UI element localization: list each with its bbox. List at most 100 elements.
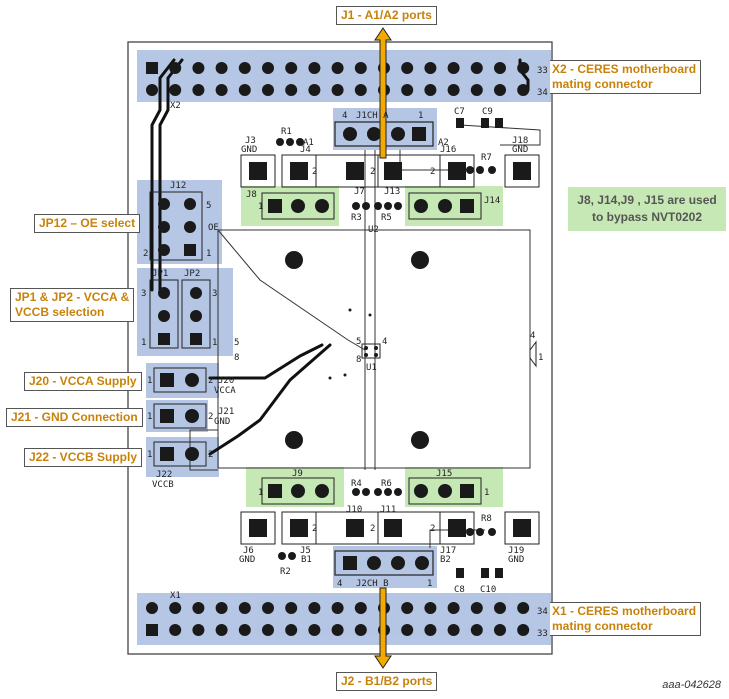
x1-pin — [308, 602, 321, 614]
label-j1-1: 1 — [418, 111, 423, 121]
x1-pin — [192, 602, 205, 614]
x2-pin — [169, 62, 182, 74]
callout-j22: J22 - VCCB Supply — [24, 448, 143, 467]
u1-chip — [328, 308, 381, 380]
callout-x2: X2 - CERES motherboard mating connector — [550, 60, 702, 94]
label-j22-2: 2 — [208, 450, 213, 460]
x2-pin — [308, 84, 321, 96]
x2-pin — [401, 84, 414, 96]
label-j9: J9 — [292, 469, 303, 479]
label-r4: R4 — [351, 479, 362, 489]
callout-j2: J2 - B1/B2 ports — [336, 672, 438, 691]
label-j22-1: 1 — [147, 450, 152, 460]
small-component-pads — [276, 118, 503, 578]
label-j12-2: 2 — [143, 249, 148, 259]
callout-jp12: JP12 – OE select — [34, 214, 141, 233]
label-j12: J12 — [170, 181, 186, 191]
silkscreen-labels: X2 33 34 X1 34 33 J1CH A 4 1 J2CH B 4 1 … — [141, 66, 548, 639]
label-j18-gnd: GND — [512, 145, 528, 155]
label-u2: U2 — [368, 225, 379, 235]
x2-pin — [517, 62, 530, 74]
label-u1-8: 8 — [356, 355, 361, 365]
x1-pin — [308, 624, 321, 636]
label-j14: J14 — [484, 196, 500, 206]
label-u1: U1 — [366, 363, 377, 373]
x2-pin — [169, 84, 182, 96]
label-vccb: VCCB — [152, 480, 174, 490]
label-j22: J22 — [156, 470, 172, 480]
x2-pin — [331, 84, 344, 96]
x1-pin — [401, 624, 414, 636]
x1-pin — [354, 624, 367, 636]
x2-pin — [192, 84, 205, 96]
x1-pin — [331, 624, 344, 636]
callout-x1-line1: X1 - CERES motherboard — [552, 604, 697, 618]
callout-j1: J1 - A1/A2 ports — [336, 6, 437, 25]
label-jp1-3: 3 — [141, 289, 146, 299]
label-b2: B2 — [440, 555, 451, 565]
u2-outline — [217, 229, 531, 469]
x1-pin — [169, 624, 182, 636]
label-x1-33: 33 — [537, 629, 548, 639]
callout-x1-line2: mating connector — [552, 619, 653, 633]
callout-j20: J20 - VCCA Supply — [24, 372, 142, 391]
callout-j21: J21 - GND Connection — [6, 408, 143, 427]
label-j10: J10 — [346, 505, 362, 515]
label-u1-5: 5 — [356, 337, 361, 347]
x1-connector-highlight — [137, 593, 551, 645]
label-oe: OE — [208, 223, 219, 233]
label-j8-1: 1 — [258, 202, 263, 212]
x2-pin — [424, 62, 437, 74]
x1-pin — [169, 602, 182, 614]
x1-pin — [447, 624, 460, 636]
x1-pin — [285, 624, 298, 636]
label-j7-2: 2 — [370, 167, 375, 177]
callout-jp1-jp2: JP1 & JP2 - VCCA & VCCB selection — [10, 288, 135, 322]
label-jp1: JP1 — [152, 269, 168, 279]
label-c7: C7 — [454, 107, 465, 117]
label-j5: J5 — [300, 546, 311, 556]
label-j2-1: 1 — [427, 579, 432, 589]
x2-pin — [146, 84, 158, 96]
label-j15: J15 — [436, 469, 452, 479]
label-u2-5: 5 — [234, 338, 239, 348]
label-j11-2: 2 — [370, 524, 375, 534]
x1-pin — [494, 624, 506, 636]
x2-pin — [494, 84, 506, 96]
label-c10: C10 — [480, 585, 496, 595]
x1-pin — [192, 624, 205, 636]
label-r6: R6 — [381, 479, 392, 489]
x1-pin — [354, 602, 367, 614]
label-j16-2: 2 — [430, 167, 435, 177]
jp12-jumper — [149, 191, 203, 261]
bypass-jumpers — [261, 192, 482, 505]
label-j13: J13 — [384, 187, 400, 197]
x2-pin — [308, 62, 321, 74]
label-j6: J6 — [243, 546, 254, 556]
label-r7: R7 — [481, 153, 492, 163]
x1-pin-row — [146, 602, 530, 636]
label-j21-1: 1 — [147, 412, 152, 422]
x1-pin — [331, 602, 344, 614]
label-r2: R2 — [280, 567, 291, 577]
bypass-note: J8, J14,J9 , J15 are used to bypass NVT0… — [568, 187, 726, 231]
label-a2: A2 — [438, 138, 449, 148]
x1-pin — [238, 602, 251, 614]
label-j3: J3 — [245, 136, 256, 146]
x1-pin — [285, 602, 298, 614]
label-edge-4: 4 — [530, 331, 535, 341]
x1-pin — [424, 602, 437, 614]
callout-jp1-line1: JP1 & JP2 - VCCA & — [15, 290, 130, 304]
label-j15-1: 1 — [484, 488, 489, 498]
figure-id: aaa-042628 — [662, 679, 721, 691]
x2-pin — [146, 62, 158, 74]
x1-pin — [517, 624, 530, 636]
right-edge-connector — [529, 340, 537, 368]
label-x1: X1 — [170, 591, 181, 601]
label-r5: R5 — [381, 213, 392, 223]
label-j8: J8 — [246, 190, 257, 200]
label-j20-1: 1 — [147, 376, 152, 386]
label-x2-33: 33 — [537, 66, 548, 76]
x1-pin — [146, 602, 158, 614]
